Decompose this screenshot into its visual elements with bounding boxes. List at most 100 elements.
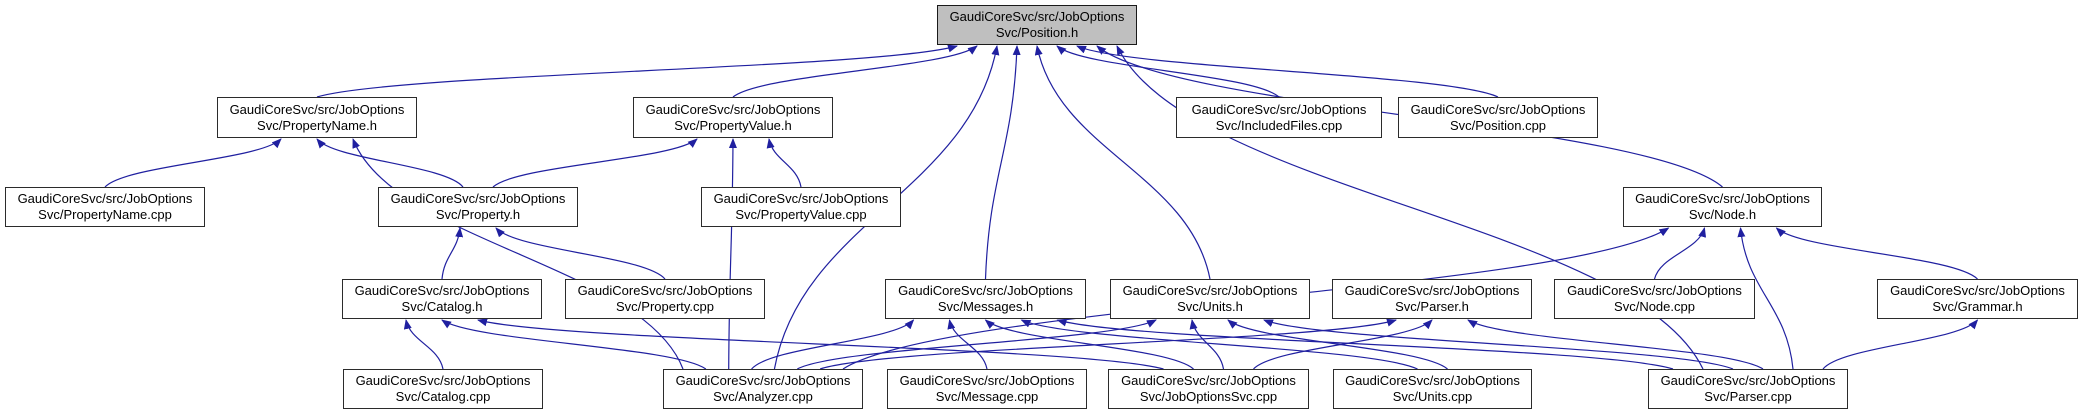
node-label-line1: GaudiCoreSvc/src/JobOptions — [645, 101, 821, 117]
edge-analyzer-cpp-to-units-h — [797, 319, 1157, 370]
node-label-line2: Svc/JobOptionsSvc.cpp — [1139, 389, 1278, 404]
node-label-line2: Svc/Parser.cpp — [1704, 389, 1792, 404]
edge-job-options-svc-cpp-to-catalog-h — [477, 318, 1164, 370]
node-label-line1: GaudiCoreSvc/src/JobOptions — [1121, 373, 1296, 388]
node-label-line1: GaudiCoreSvc/src/JobOptions — [949, 9, 1125, 24]
node-label-line2: Svc/Grammar.h — [1932, 299, 2023, 314]
edge-property-value-h-to-position-h — [732, 45, 978, 98]
edge-property-name-h-to-position-h — [316, 44, 958, 98]
node-label-line1: GaudiCoreSvc/src/JobOptions — [17, 191, 193, 206]
edge-property-h-to-property-name-h — [316, 138, 464, 188]
edge-parser-cpp-to-units-h — [1263, 319, 1734, 370]
node-label-line1: GaudiCoreSvc/src/JobOptions — [577, 283, 753, 298]
node-label-line1: GaudiCoreSvc/src/JobOptions — [390, 191, 566, 206]
edge-analyzer-cpp-to-catalog-h — [441, 319, 707, 370]
edge-analyzer-cpp-to-property-value-h — [728, 138, 737, 370]
edge-message-cpp-to-messages-h — [947, 319, 988, 370]
node-label-line2: Svc/Position.cpp — [1449, 117, 1547, 133]
edge-units-h-to-position-h — [1034, 45, 1211, 280]
node-label-line2: Svc/Property.cpp — [615, 299, 715, 314]
edge-property-cpp-to-property-h — [495, 227, 666, 280]
edge-job-options-svc-cpp-to-units-h — [1189, 319, 1225, 370]
node-label-line2: Svc/Parser.h — [1395, 299, 1469, 314]
node-label-line2: Svc/Property.h — [435, 207, 521, 222]
node-label-line1: GaudiCoreSvc/src/JobOptions — [1344, 283, 1520, 298]
edge-job-options-svc-cpp-to-messages-h — [984, 319, 1194, 370]
edge-parser-cpp-to-parser-h — [1467, 319, 1764, 370]
edge-parser-cpp-to-grammar-h — [1822, 319, 1979, 370]
node-label-line1: GaudiCoreSvc/src/JobOptions — [354, 283, 530, 298]
edge-node-cpp-to-node-h — [1653, 227, 1707, 280]
edge-parser-cpp-to-node-h — [1737, 227, 1794, 370]
edge-analyzer-cpp-to-messages-h — [751, 319, 915, 370]
node-label-line1: GaudiCoreSvc/src/JobOptions — [1122, 283, 1298, 298]
node-label-line1: GaudiCoreSvc/src/JobOptions — [1660, 373, 1836, 388]
node-label-line2: Svc/Node.cpp — [1614, 299, 1695, 314]
edge-analyzer-cpp-to-property-name-h — [352, 138, 684, 370]
node-label-line2: Svc/IncludedFiles.cpp — [1215, 117, 1343, 133]
node-label-line1: GaudiCoreSvc/src/JobOptions — [1567, 283, 1742, 298]
edge-position-cpp-to-position-h — [1076, 45, 1499, 98]
edge-messages-h-to-position-h — [984, 45, 1021, 280]
node-label-line2: Svc/PropertyName.cpp — [38, 207, 172, 222]
node-label-line2: Svc/PropertyValue.cpp — [735, 207, 867, 222]
edge-parser-cpp-to-position-h — [1116, 45, 1704, 370]
node-label-line1: GaudiCoreSvc/src/JobOptions — [355, 373, 531, 388]
edge-property-h-to-property-value-h — [492, 138, 698, 188]
node-label-line2: Svc/Position.h — [995, 25, 1079, 40]
node-label-line2: Svc/Analyzer.cpp — [713, 389, 813, 404]
node-label-line2: Svc/Message.cpp — [935, 389, 1039, 404]
node-label-line1: GaudiCoreSvc/src/JobOptions — [713, 191, 889, 206]
edge-included-files-cpp-to-position-h — [1056, 45, 1280, 98]
edge-grammar-h-to-node-h — [1775, 227, 1978, 280]
node-label-line2: Svc/Catalog.cpp — [395, 389, 491, 404]
edge-property-value-cpp-to-property-value-h — [766, 138, 802, 188]
node-label-line1: GaudiCoreSvc/src/JobOptions — [1635, 191, 1810, 206]
node-label-line2: Svc/Messages.h — [937, 299, 1034, 314]
node-label-line2: Svc/Node.h — [1688, 207, 1757, 222]
node-label-line2: Svc/PropertyName.h — [257, 117, 377, 133]
edge-job-options-svc-cpp-to-parser-h — [1253, 319, 1433, 370]
edge-catalog-h-to-property-h — [441, 227, 464, 280]
node-label-line1: GaudiCoreSvc/src/JobOptions — [898, 283, 1073, 298]
edge-units-cpp-to-messages-h — [1020, 319, 1418, 370]
node-label-line2: Svc/PropertyValue.h — [674, 117, 792, 133]
edge-catalog-cpp-to-catalog-h — [403, 319, 444, 370]
edge-property-name-cpp-to-property-name-h — [104, 138, 282, 188]
node-label-line1: GaudiCoreSvc/src/JobOptions — [1410, 101, 1586, 117]
node-label-line1: GaudiCoreSvc/src/JobOptions — [899, 373, 1075, 388]
node-label-line2: Svc/Catalog.h — [401, 299, 483, 314]
node-label-line1: GaudiCoreSvc/src/JobOptions — [1345, 373, 1520, 388]
edge-parser-cpp-to-messages-h — [1056, 318, 1674, 370]
node-label-line2: Svc/Units.cpp — [1392, 389, 1473, 404]
edge-analyzer-cpp-to-parser-h — [819, 318, 1397, 370]
node-label-line2: Svc/Units.h — [1177, 299, 1243, 314]
edge-units-cpp-to-units-h — [1227, 319, 1448, 370]
node-label-line1: GaudiCoreSvc/src/JobOptions — [229, 101, 405, 117]
node-label-line1: GaudiCoreSvc/src/JobOptions — [675, 373, 851, 388]
node-label-line1: GaudiCoreSvc/src/JobOptions — [1890, 283, 2065, 298]
